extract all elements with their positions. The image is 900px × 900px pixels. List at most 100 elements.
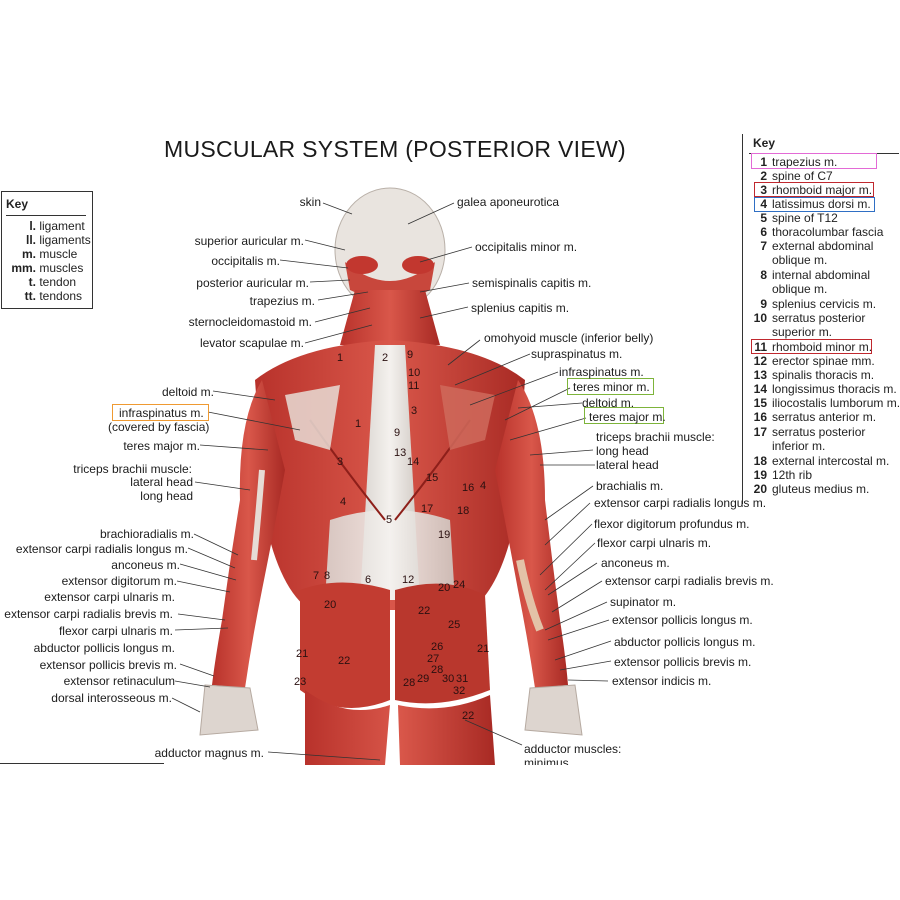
fig-num: 12 xyxy=(402,574,414,586)
right-hand xyxy=(524,684,583,736)
scapula-right xyxy=(440,385,495,450)
label-brachialis: brachialis m. xyxy=(596,479,664,493)
label-ext-digitorum-left: extensor digitorum m. xyxy=(61,574,177,588)
left-hand xyxy=(199,684,259,736)
label-superior-auricular: superior auricular m. xyxy=(194,234,304,248)
highlight-box-infraspinatus xyxy=(112,404,209,421)
fig-num: 15 xyxy=(426,472,438,484)
legs xyxy=(305,690,495,765)
leader-lines-left xyxy=(171,202,381,761)
gluteal-left xyxy=(300,582,390,708)
label-anconeus-right: anconeus m. xyxy=(601,556,670,570)
fig-num: 1 xyxy=(355,418,361,430)
fig-num: 3 xyxy=(337,456,343,468)
fig-num: 27 xyxy=(427,653,439,665)
fig-num: 14 xyxy=(407,456,419,468)
key-heading: Key xyxy=(753,136,776,150)
label-long-head-right: long head xyxy=(596,444,649,458)
label-occipitalis: occipitalis m. xyxy=(211,254,280,268)
label-adductor-magnus: adductor magnus m. xyxy=(154,746,264,760)
fig-num: 18 xyxy=(457,505,469,517)
fig-num: 20 xyxy=(324,599,336,611)
fig-num: 11 xyxy=(408,380,419,392)
fig-num: 28 xyxy=(431,664,443,676)
footer-rule xyxy=(0,763,164,764)
fig-num: 2 xyxy=(382,352,388,364)
highlight-box-latissimus xyxy=(754,197,875,212)
label-ext-indicis: extensor indicis m. xyxy=(612,674,712,688)
label-long-head-left: long head xyxy=(140,489,193,503)
label-ecrl-left: extensor carpi radialis longus m. xyxy=(15,542,188,556)
key-divider xyxy=(6,215,86,216)
label-lateral-head-left: lateral head xyxy=(130,475,193,489)
label-semispinalis: semispinalis capitis m. xyxy=(472,276,592,290)
fig-num: 13 xyxy=(394,447,406,459)
label-infraspinatus-right: infraspinatus m. xyxy=(559,365,644,379)
fig-num: 29 xyxy=(417,673,429,685)
label-ecrb-left: extensor carpi radialis brevis m. xyxy=(4,607,173,621)
label-triceps-left: triceps brachii muscle: xyxy=(73,462,192,476)
page-title: MUSCULAR SYSTEM (POSTERIOR VIEW) xyxy=(164,136,626,162)
label-apl-right: abductor pollicis longus m. xyxy=(614,635,756,649)
label-infraspinatus-left: infraspinatus m. xyxy=(119,406,204,420)
label-triceps-right: triceps brachii muscle: xyxy=(596,430,715,444)
label-epb-left: extensor pollicis brevis m. xyxy=(39,658,177,672)
fig-num: 16 xyxy=(462,482,474,494)
highlight-box-rhomboid-major xyxy=(754,182,874,197)
fig-num: 22 xyxy=(418,605,430,617)
neck-shape xyxy=(340,290,440,345)
key-item-cont: oblique m. xyxy=(772,282,828,296)
key-row: l. ligament xyxy=(29,219,85,233)
label-skin: skin xyxy=(299,195,321,209)
label-trapezius: trapezius m. xyxy=(249,294,315,308)
highlight-box-rhomboid-minor xyxy=(751,339,872,354)
key-heading: Key xyxy=(6,197,29,211)
fig-num: 4 xyxy=(340,496,346,508)
label-fdp: flexor digitorum profundus m. xyxy=(594,517,750,531)
fig-num: 9 xyxy=(407,349,413,361)
fig-num: 22 xyxy=(462,710,474,722)
fig-num: 26 xyxy=(431,641,443,653)
fig-num: 22 xyxy=(338,655,350,667)
label-levator-scapulae: levator scapulae m. xyxy=(199,336,304,350)
fig-num: 25 xyxy=(448,619,460,631)
label-teres-major-left: teres major m. xyxy=(123,439,200,453)
label-supraspinatus: supraspinatus m. xyxy=(531,347,623,361)
highlight-box-teres-minor xyxy=(567,378,654,395)
left-arm xyxy=(212,380,285,688)
figure-number-labels: 1 2 9 10 11 3 1 9 3 13 14 15 16 4 4 17 1… xyxy=(294,349,489,722)
highlight-box-teres-major xyxy=(584,407,664,424)
fig-num: 19 xyxy=(438,529,450,541)
highlight-box-trapezius xyxy=(751,153,877,169)
fig-num: 21 xyxy=(296,648,308,660)
key-item-cont: superior m. xyxy=(772,325,833,339)
fig-num: 10 xyxy=(408,367,420,379)
fig-num: 4 xyxy=(480,480,486,492)
label-lateral-head-right: lateral head xyxy=(596,458,659,472)
key-row: tt. tendons xyxy=(24,289,83,303)
label-deltoid-right: deltoid m. xyxy=(582,396,635,410)
leader-lines-right xyxy=(407,202,612,746)
fig-num: 1 xyxy=(337,352,343,364)
label-ecu-left: extensor carpi ulnaris m. xyxy=(44,590,175,604)
fig-num: 17 xyxy=(421,503,433,515)
label-covered-by-fascia: (covered by fascia) xyxy=(108,420,210,434)
label-posterior-auricular: posterior auricular m. xyxy=(196,276,309,290)
label-apl-left: abductor pollicis longus m. xyxy=(33,641,175,655)
fig-num: 5 xyxy=(386,514,392,526)
